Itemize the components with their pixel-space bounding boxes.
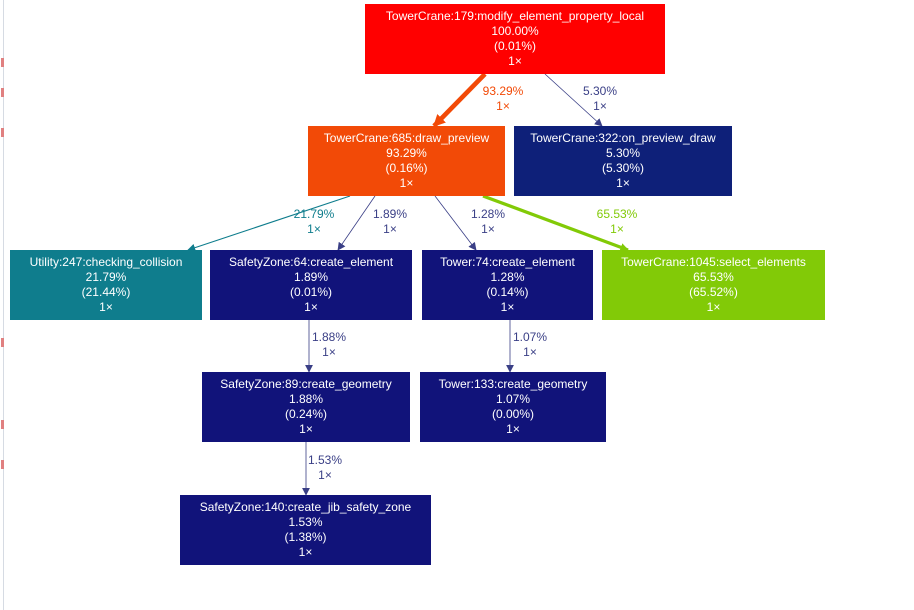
function-name: Tower:74:create_element (440, 255, 575, 269)
total-time-percent: 5.30% (605, 146, 641, 160)
edge-label: 1.88%1× (312, 330, 346, 360)
edge-label: 1.89%1× (373, 207, 407, 237)
function-name: TowerCrane:1045:select_elements (621, 255, 806, 269)
total-time-percent: 100.00% (491, 24, 539, 38)
left-marker (1, 420, 4, 429)
edge-towercrane-179-modify-element-property-local-to-towercrane-322-on-preview-draw (544, 73, 603, 127)
edge-call-count: 1× (307, 222, 321, 236)
left-border-rule (3, 0, 4, 610)
edge-towercrane-685-draw-preview-to-safetyzone-64-create-element (337, 195, 376, 251)
function-name: Tower:133:create_geometry (438, 377, 588, 391)
self-time-percent: (65.52%) (689, 285, 738, 299)
function-name: Utility:247:checking_collision (29, 255, 183, 269)
edge-towercrane-685-draw-preview-to-tower-74-create-element (434, 195, 477, 251)
self-time-percent: (0.01%) (289, 285, 333, 299)
edge-label: 21.79%1× (294, 207, 335, 237)
call-count: 1× (99, 300, 113, 314)
left-marker (1, 128, 4, 137)
total-time-percent: 1.53% (288, 515, 323, 529)
edge-call-count: 1× (523, 345, 537, 359)
function-name: TowerCrane:179:modify_element_property_l… (385, 9, 645, 23)
left-marker (1, 460, 4, 469)
edge-towercrane-685-draw-preview-to-utility-247-checking-collision (187, 195, 351, 252)
self-time-percent: (0.00%) (491, 407, 535, 421)
edge-label: 65.53%1× (597, 207, 638, 237)
edge-label: 1.07%1× (513, 330, 547, 360)
edge-percentage: 1.89% (372, 207, 408, 221)
total-time-percent: 21.79% (85, 270, 127, 284)
edge-label: 93.29%1× (483, 84, 524, 114)
call-count: 1× (500, 300, 515, 314)
edge-call-count: 1× (496, 99, 510, 113)
call-count: 1× (616, 176, 630, 190)
call-count: 1× (298, 545, 313, 559)
left-marker (1, 58, 4, 67)
self-time-percent: (0.24%) (284, 407, 328, 421)
total-time-percent: 1.88% (288, 392, 324, 406)
total-time-percent: 93.29% (386, 146, 427, 160)
self-time-percent: (5.30%) (601, 161, 645, 175)
edge-label: 1.28%1× (471, 207, 505, 237)
left-marker (1, 88, 4, 97)
self-time-percent: (0.16%) (385, 161, 428, 175)
call-count: 1× (706, 300, 721, 314)
edge-percentage: 1.53% (307, 453, 343, 467)
total-time-percent: 1.28% (490, 270, 525, 284)
edge-towercrane-685-draw-preview-to-towercrane-1045-select-elements (482, 194, 629, 252)
edge-call-count: 1× (318, 468, 332, 482)
self-time-percent: (0.14%) (486, 285, 529, 299)
edge-percentage: 1.07% (512, 330, 548, 344)
call-count: 1× (508, 54, 522, 68)
function-name: TowerCrane:685:draw_preview (323, 131, 490, 145)
edge-percentage: 1.88% (311, 330, 347, 344)
self-time-percent: (21.44%) (81, 285, 131, 299)
edge-percentage: 5.30% (582, 84, 618, 98)
call-count: 1× (299, 422, 313, 436)
edge-towercrane-179-modify-element-property-local-to-towercrane-685-draw-preview (432, 72, 487, 128)
total-time-percent: 65.53% (693, 270, 734, 284)
self-time-percent: (1.38%) (284, 530, 327, 544)
function-name: SafetyZone:89:create_geometry (220, 377, 392, 391)
edge-percentage: 1.28% (470, 207, 506, 221)
left-marker (1, 338, 4, 347)
function-name: TowerCrane:322:on_preview_draw (530, 131, 716, 145)
call-count: 1× (399, 176, 414, 190)
edge-percentage: 21.79% (293, 207, 335, 221)
edge-label: 5.30%1× (583, 84, 617, 114)
edge-percentage: 93.29% (482, 84, 524, 98)
edge-call-count: 1× (322, 345, 336, 359)
edge-percentage: 65.53% (596, 207, 638, 221)
edge-call-count: 1× (593, 99, 607, 113)
edge-call-count: 1× (481, 222, 495, 236)
total-time-percent: 1.07% (495, 392, 531, 406)
edge-call-count: 1× (383, 222, 397, 236)
call-count: 1× (304, 300, 318, 314)
call-count: 1× (506, 422, 520, 436)
total-time-percent: 1.89% (293, 270, 329, 284)
function-name: SafetyZone:140:create_jib_safety_zone (199, 500, 412, 514)
self-time-percent: (0.01%) (493, 39, 537, 53)
node-towercrane-179-modify-element-property-local[interactable]: TowerCrane:179:modify_element_property_l… (365, 4, 665, 74)
edge-label: 1.53%1× (308, 453, 342, 483)
edge-call-count: 1× (610, 222, 624, 236)
function-name: SafetyZone:64:create_element (228, 255, 394, 269)
